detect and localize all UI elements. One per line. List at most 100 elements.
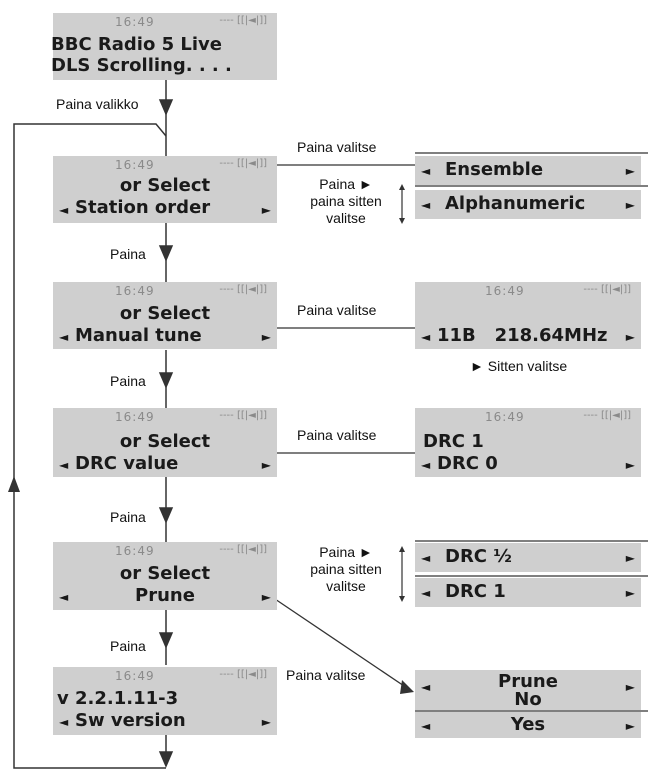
clock: 16:49	[115, 158, 155, 172]
press-then-select-label: Paina ► paina sitten valitse	[296, 544, 396, 595]
press-arrow-text: Paina ►	[319, 544, 373, 560]
menu-item-prune: Prune	[135, 585, 195, 606]
arrow-right-icon: ►	[625, 198, 635, 212]
press-label: Paina	[110, 638, 146, 654]
press-arrow-text: Paina ►	[319, 176, 373, 192]
select-text: valitse	[326, 210, 366, 226]
press-select-label: Paina valitse	[297, 427, 377, 443]
status-bar: 16:49 ---- [[|◄|]]	[53, 544, 277, 560]
arrow-left-icon: ◄	[59, 203, 69, 217]
menu-item-manual-tune: Manual tune	[75, 325, 202, 346]
arrow-left-icon: ◄	[421, 551, 431, 565]
prune-title: Prune	[498, 671, 558, 692]
option-ensemble: ◄ Ensemble ►	[415, 156, 641, 185]
screen-line-1: or Select	[119, 175, 211, 196]
signal-icon: ---- [[|◄|]]	[583, 284, 631, 295]
arrow-right-icon: ►	[625, 680, 635, 694]
arrow-left-icon: ◄	[59, 458, 69, 472]
dls-text: DLS Scrolling. . . .	[51, 55, 232, 76]
press-then-text: paina sitten	[310, 561, 382, 577]
arrow-right-icon: ►	[625, 586, 635, 600]
option-label: DRC ½	[445, 546, 512, 567]
drc-value-screen: 16:49 ---- [[|◄|]] or Select ◄ DRC value…	[53, 408, 277, 477]
press-menu-label: Paina valikko	[56, 96, 139, 112]
status-bar: 16:49 ---- [[|◄|]]	[53, 669, 277, 685]
prune-confirm-screen: ◄ Prune No ►	[415, 670, 641, 710]
clock: 16:49	[485, 284, 525, 298]
press-then-select-label: Paina ► paina sitten valitse	[296, 176, 396, 227]
option-drc-1: ◄ DRC 1 ►	[415, 578, 641, 607]
select-text: valitse	[326, 578, 366, 594]
drc-option: DRC 0	[437, 453, 498, 474]
screen-line-1: or Select	[119, 431, 211, 452]
clock: 16:49	[115, 15, 155, 29]
status-bar: 16:49 ---- [[|◄|]]	[415, 284, 641, 300]
option-label: Ensemble	[445, 159, 544, 180]
then-select-label: ► Sitten valitse	[470, 358, 568, 374]
screen-line-1: or Select	[119, 563, 211, 584]
arrow-right-icon: ►	[261, 715, 271, 729]
option-label: DRC 1	[445, 581, 506, 602]
clock: 16:49	[115, 669, 155, 683]
arrow-right-icon: ►	[261, 330, 271, 344]
option-label: Alphanumeric	[445, 193, 586, 214]
arrow-left-icon: ◄	[421, 198, 431, 212]
drc-current: DRC 1	[423, 431, 484, 452]
drc-result-screen: 16:49 ---- [[|◄|]] DRC 1 ◄ DRC 0 ►	[415, 408, 641, 477]
clock: 16:49	[115, 410, 155, 424]
arrow-left-icon: ◄	[59, 330, 69, 344]
option-drc-half: ◄ DRC ½ ►	[415, 543, 641, 572]
manual-tune-screen: 16:49 ---- [[|◄|]] or Select ◄ Manual tu…	[53, 282, 277, 349]
station-order-screen: 16:49 ---- [[|◄|]] or Select ◄ Station o…	[53, 156, 277, 223]
station-name: BBC Radio 5 Live	[51, 34, 222, 55]
prune-option-no: No	[514, 689, 542, 710]
status-bar: 16:49 ---- [[|◄|]]	[53, 284, 277, 300]
signal-icon: ---- [[|◄|]]	[219, 284, 267, 295]
clock: 16:49	[115, 284, 155, 298]
press-select-label: Paina valitse	[297, 302, 377, 318]
prune-screen: 16:49 ---- [[|◄|]] or Select ◄ Prune ►	[53, 542, 277, 610]
software-version-value: v 2.2.1.11-3	[57, 688, 179, 709]
arrow-right-icon: ►	[625, 719, 635, 733]
arrow-left-icon: ◄	[421, 680, 431, 694]
signal-icon: ---- [[|◄|]]	[219, 158, 267, 169]
press-select-label: Paina valitse	[297, 139, 377, 155]
arrow-left-icon: ◄	[421, 586, 431, 600]
press-label: Paina	[110, 373, 146, 389]
arrow-right-icon: ►	[625, 330, 635, 344]
signal-icon: ---- [[|◄|]]	[219, 15, 267, 26]
arrow-left-icon: ◄	[421, 330, 431, 344]
arrow-right-icon: ►	[261, 590, 271, 604]
option-alphanumeric: ◄ Alphanumeric ►	[415, 190, 641, 219]
signal-icon: ---- [[|◄|]]	[219, 410, 267, 421]
status-bar: 16:49 ---- [[|◄|]]	[53, 15, 277, 31]
manual-tune-result-screen: 16:49 ---- [[|◄|]] ◄ 11B 218.64MHz ►	[415, 282, 641, 349]
status-bar: 16:49 ---- [[|◄|]]	[53, 410, 277, 426]
sw-version-screen: 16:49 ---- [[|◄|]] v 2.2.1.11-3 ◄ Sw ver…	[53, 667, 277, 735]
arrow-left-icon: ◄	[59, 590, 69, 604]
press-then-text: paina sitten	[310, 193, 382, 209]
signal-icon: ---- [[|◄|]]	[219, 669, 267, 680]
clock: 16:49	[485, 410, 525, 424]
arrow-left-icon: ◄	[421, 164, 431, 178]
frequency-readout: 11B 218.64MHz	[437, 325, 608, 346]
now-playing-screen: 16:49 ---- [[|◄|]] BBC Radio 5 Live DLS …	[51, 13, 277, 80]
signal-icon: ---- [[|◄|]]	[219, 544, 267, 555]
press-label: Paina	[110, 509, 146, 525]
screen-line-1: or Select	[119, 303, 211, 324]
clock: 16:49	[115, 544, 155, 558]
press-select-label: Paina valitse	[286, 667, 366, 683]
arrow-right-icon: ►	[625, 164, 635, 178]
menu-item-station-order: Station order	[75, 197, 211, 218]
menu-item-drc-value: DRC value	[75, 453, 179, 474]
arrow-right-icon: ►	[625, 551, 635, 565]
arrow-left-icon: ◄	[421, 458, 431, 472]
menu-item-sw-version: Sw version	[75, 710, 186, 731]
arrow-right-icon: ►	[625, 458, 635, 472]
arrow-right-icon: ►	[261, 458, 271, 472]
status-bar: 16:49 ---- [[|◄|]]	[415, 410, 641, 426]
arrow-left-icon: ◄	[421, 719, 431, 733]
prune-yes-screen: ◄ Yes ►	[415, 712, 641, 738]
prune-option-yes: Yes	[510, 714, 546, 735]
